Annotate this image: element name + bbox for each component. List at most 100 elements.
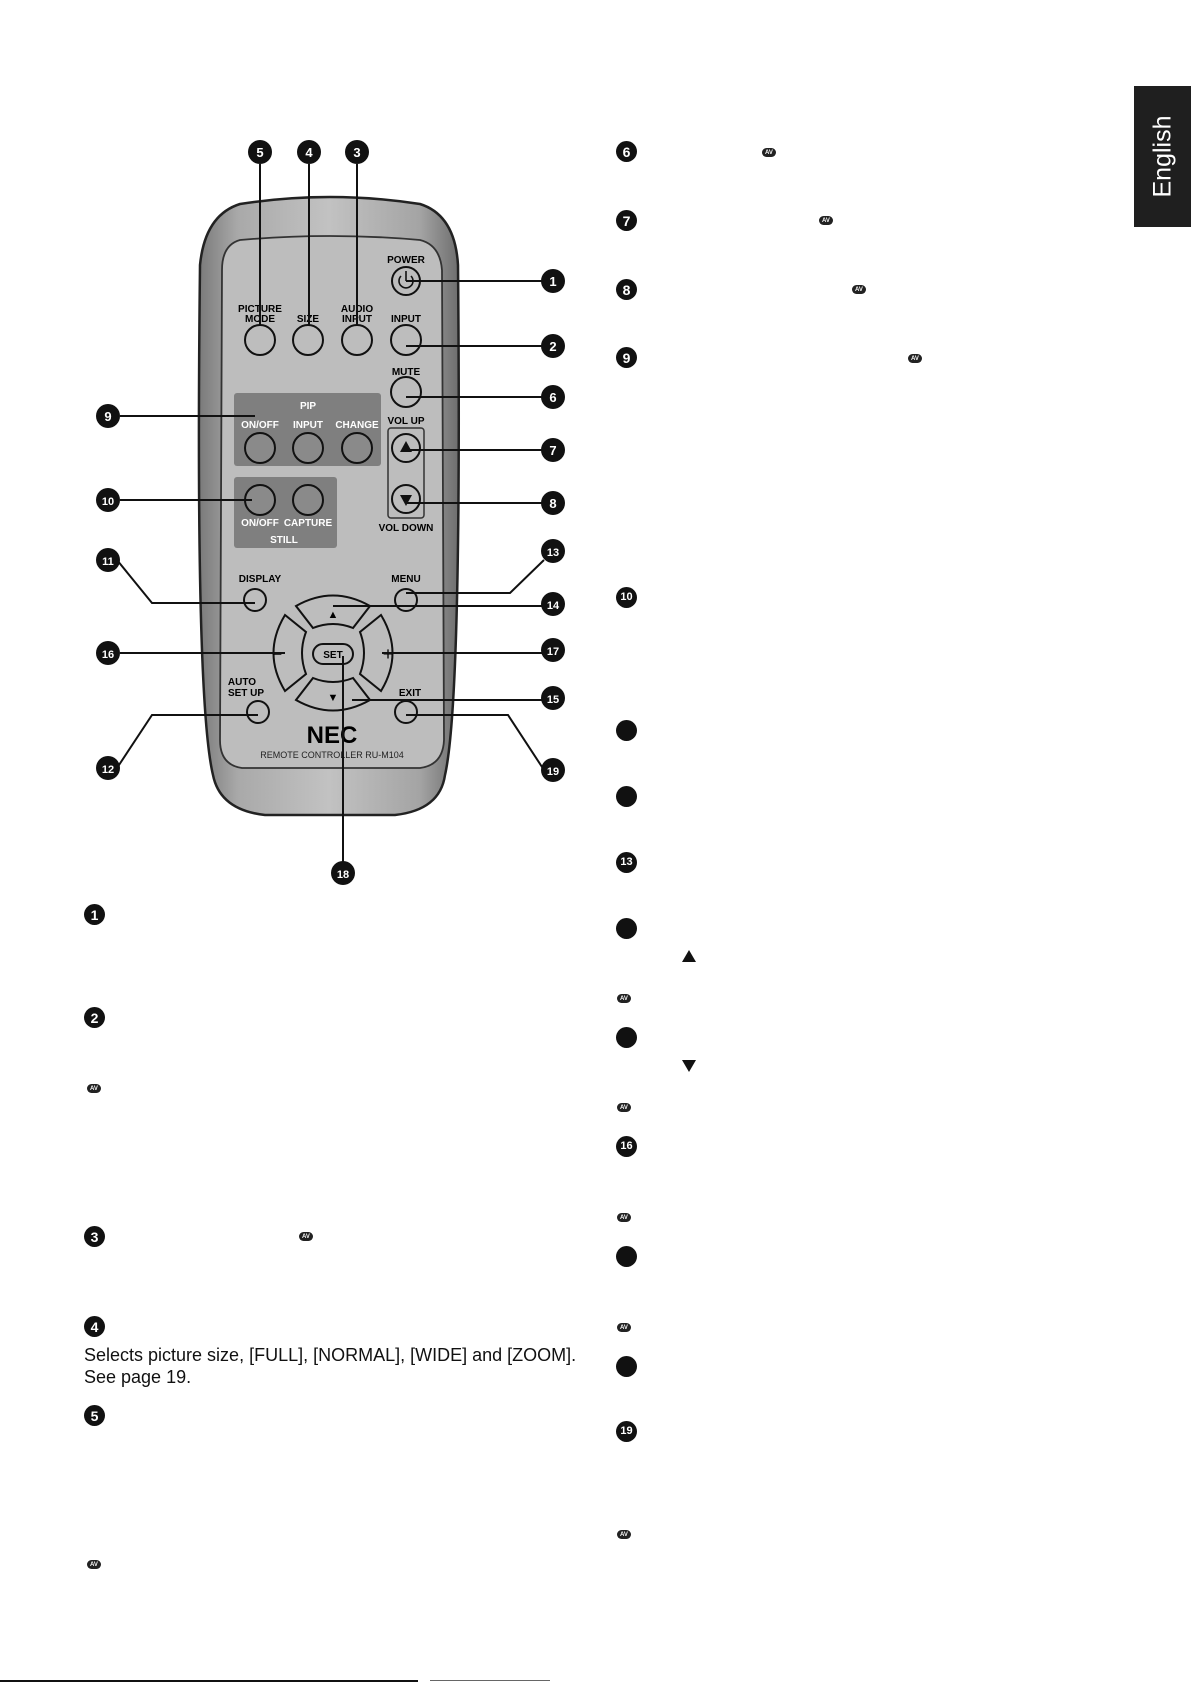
- language-tab-label: English: [1148, 115, 1176, 198]
- callout-18: 18: [331, 861, 355, 885]
- item-number-4: 4: [84, 1316, 105, 1337]
- auto-setup-label-1: AUTO: [228, 677, 256, 688]
- av-badge-icon: AV: [617, 1530, 631, 1539]
- pip-onoff-button[interactable]: [244, 432, 276, 464]
- svg-text:15: 15: [547, 694, 559, 706]
- brand-logo: NEC: [307, 722, 358, 749]
- item-number-13: 13: [616, 852, 637, 873]
- item-number-8: 8: [616, 279, 637, 300]
- exit-button[interactable]: [394, 700, 418, 724]
- av-badge-icon: AV: [299, 1232, 313, 1241]
- item-number-19: 19: [616, 1421, 637, 1442]
- av-badge-icon: AV: [87, 1084, 101, 1093]
- svg-text:12: 12: [102, 764, 114, 776]
- pip-input-label: INPUT: [293, 420, 323, 431]
- still-onoff-label: ON/OFF: [241, 518, 279, 529]
- still-label: STILL: [270, 535, 298, 546]
- svg-text:11: 11: [102, 556, 114, 568]
- item-bullet-15: [616, 1027, 637, 1048]
- model-text: REMOTE CONTROLLER RU-M104: [260, 750, 404, 760]
- down-arrow-icon: ▼: [328, 692, 339, 704]
- callout-6: 6: [541, 385, 565, 409]
- callout-13: 13: [541, 539, 565, 563]
- callout-12: 12: [96, 756, 120, 780]
- av-badge-icon: AV: [617, 1103, 631, 1112]
- still-capture-button[interactable]: [292, 484, 324, 516]
- input-label: INPUT: [391, 314, 421, 325]
- svg-text:4: 4: [305, 145, 313, 160]
- svg-text:13: 13: [547, 547, 559, 559]
- callout-9: 9: [96, 404, 120, 428]
- item-bullet-17: [616, 1246, 637, 1267]
- leader-lines: [116, 164, 545, 862]
- display-button[interactable]: [243, 588, 267, 612]
- callout-10: 10: [96, 488, 120, 512]
- callout-3: 3: [345, 140, 369, 164]
- power-label: POWER: [387, 255, 426, 266]
- pip-change-button[interactable]: [341, 432, 373, 464]
- svg-text:16: 16: [102, 649, 114, 661]
- item-bullet-12: [616, 786, 637, 807]
- picture-mode-button[interactable]: [244, 324, 276, 356]
- item-bullet-18: [616, 1356, 637, 1377]
- callout-4: 4: [297, 140, 321, 164]
- svg-text:10: 10: [102, 496, 114, 508]
- av-badge-icon: AV: [617, 1323, 631, 1332]
- size-description-line-1: Selects picture size, [FULL], [NORMAL], …: [84, 1345, 577, 1365]
- pip-onoff-label: ON/OFF: [241, 420, 279, 431]
- svg-text:2: 2: [549, 339, 556, 354]
- callout-5: 5: [248, 140, 272, 164]
- display-label: DISPLAY: [239, 574, 282, 585]
- callout-8: 8: [541, 491, 565, 515]
- callout-17: 17: [541, 638, 565, 662]
- svg-text:6: 6: [549, 390, 556, 405]
- pip-label: PIP: [300, 401, 316, 412]
- item-number-6: 6: [616, 141, 637, 162]
- svg-text:18: 18: [337, 869, 349, 881]
- item-number-10: 10: [616, 587, 637, 608]
- up-arrow-icon: ▲: [328, 609, 339, 621]
- input-button[interactable]: [390, 324, 422, 356]
- bottom-rule: [0, 1680, 418, 1682]
- item-bullet-14: [616, 918, 637, 939]
- minus-button[interactable]: [272, 613, 308, 693]
- exit-label: EXIT: [399, 688, 421, 699]
- mute-label: MUTE: [392, 367, 421, 378]
- callout-15: 15: [541, 686, 565, 710]
- callout-11: 11: [96, 548, 120, 572]
- callout-16: 16: [96, 641, 120, 665]
- pip-input-button[interactable]: [292, 432, 324, 464]
- svg-text:17: 17: [547, 646, 559, 658]
- svg-text:14: 14: [547, 600, 560, 612]
- still-capture-label: CAPTURE: [284, 518, 333, 529]
- size-button[interactable]: [292, 324, 324, 356]
- callout-1: 1: [541, 269, 565, 293]
- callout-2: 2: [541, 334, 565, 358]
- svg-text:9: 9: [104, 409, 111, 424]
- bottom-rule-fragment: [430, 1680, 550, 1681]
- power-icon: [398, 275, 414, 289]
- remote-diagram: POWER PICTURE MODE SIZE AUDIO INPUT INPU…: [96, 140, 565, 885]
- vol-down-label: VOL DOWN: [379, 523, 434, 534]
- item-number-16: 16: [616, 1136, 637, 1157]
- item-number-9: 9: [616, 347, 637, 368]
- plus-button[interactable]: [358, 613, 394, 693]
- svg-text:19: 19: [547, 766, 559, 778]
- callout-14: 14: [541, 592, 565, 616]
- av-badge-icon: AV: [617, 1213, 631, 1222]
- svg-text:5: 5: [256, 145, 263, 160]
- set-label: SET: [323, 650, 342, 661]
- mute-button[interactable]: [390, 376, 422, 408]
- menu-label: MENU: [391, 574, 420, 585]
- language-tab: English: [1134, 86, 1191, 227]
- callout-7: 7: [541, 438, 565, 462]
- svg-text:3: 3: [353, 145, 360, 160]
- av-badge-icon: AV: [908, 354, 922, 363]
- svg-text:8: 8: [549, 496, 556, 511]
- audio-input-button[interactable]: [341, 324, 373, 356]
- auto-setup-button[interactable]: [246, 700, 270, 724]
- av-badge-icon: AV: [87, 1560, 101, 1569]
- item-bullet-11: [616, 720, 637, 741]
- item-number-7: 7: [616, 210, 637, 231]
- vol-group-frame: [387, 427, 425, 519]
